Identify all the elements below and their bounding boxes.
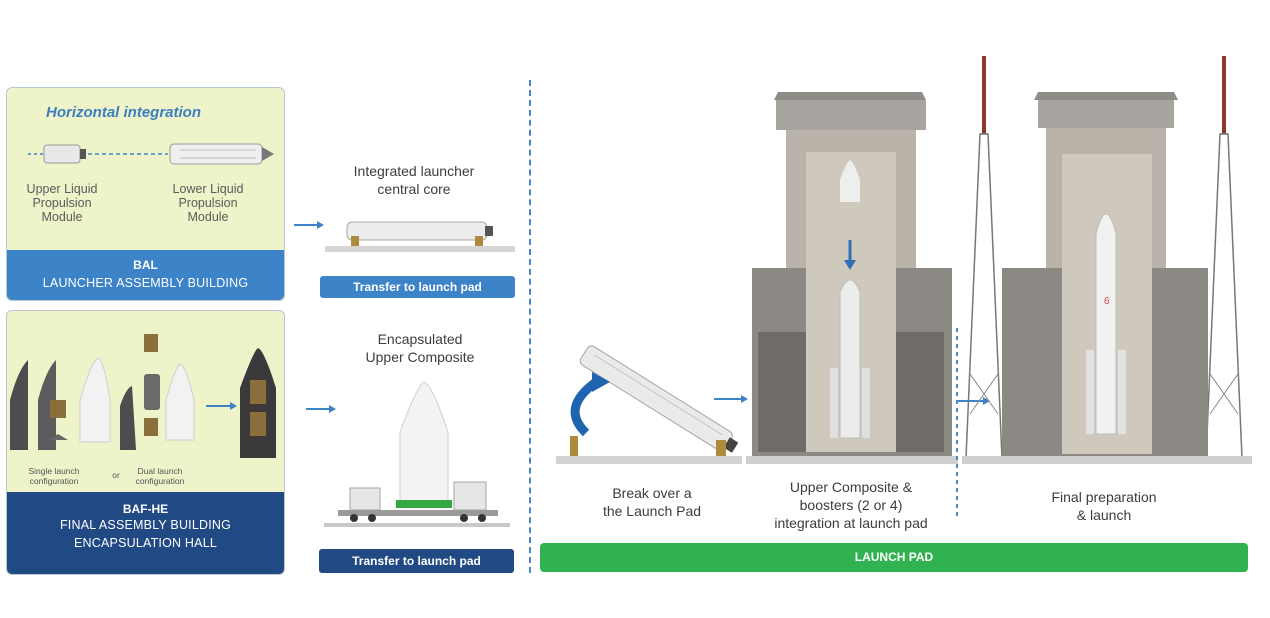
transfer-upper-composite-button[interactable]: Transfer to launch pad <box>319 549 514 573</box>
arrow-to-assembly-icon <box>714 395 748 403</box>
baf-band-line2: ENCAPSULATION HALL <box>74 536 217 550</box>
upper-module-label: Upper Liquid Propulsion Module <box>26 182 98 224</box>
transfer-core-button[interactable]: Transfer to launch pad <box>320 276 515 298</box>
final-preparation-caption: Final preparation & launch <box>1051 489 1157 523</box>
bal-band-title: BAL <box>133 258 158 272</box>
baf-band: BAF-HE FINAL ASSEMBLY BUILDING ENCAPSULA… <box>7 492 284 574</box>
or-label: or <box>112 470 120 480</box>
break-over-illustration <box>556 345 742 464</box>
bal-band-subtitle: LAUNCHER ASSEMBLY BUILDING <box>42 276 249 290</box>
bal-band: BAL LAUNCHER ASSEMBLY BUILDING <box>7 250 284 300</box>
svg-text:6: 6 <box>1104 296 1110 307</box>
break-over-caption: Break over a the Launch Pad <box>602 485 702 519</box>
launch-pad-bar: LAUNCH PAD <box>540 543 1248 572</box>
integration-caption: Upper Composite & boosters (2 or 4) inte… <box>774 479 928 531</box>
upper-composite-caption: Encapsulated Upper Composite <box>365 331 475 365</box>
upper-composite-transport-illustration <box>324 381 510 527</box>
bal-panel: BAL LAUNCHER ASSEMBLY BUILDING <box>6 87 285 301</box>
central-core-illustration <box>325 221 515 252</box>
horizontal-integration-title: Horizontal integration <box>46 104 201 121</box>
single-launch-label: Single launch configuration <box>28 466 80 486</box>
dual-launch-label: Dual launch configuration <box>135 466 185 486</box>
section-divider <box>529 80 531 573</box>
arrow-to-upper-composite-icon <box>306 405 336 413</box>
propulsion-modules-illustration <box>28 143 274 165</box>
baf-band-line1: FINAL ASSEMBLY BUILDING <box>59 518 232 532</box>
lower-module-label: Lower Liquid Propulsion Module <box>172 182 244 224</box>
arrow-to-core-icon <box>294 221 324 229</box>
dashed-divider-icon <box>956 328 958 518</box>
fairing-encapsulation-illustration <box>10 334 276 458</box>
gantry-integration-illustration <box>746 92 958 464</box>
final-launch-illustration: 6 <box>962 56 1252 464</box>
core-caption: Integrated launcher central core <box>353 163 475 197</box>
baf-band-title: BAF-HE <box>122 502 169 516</box>
